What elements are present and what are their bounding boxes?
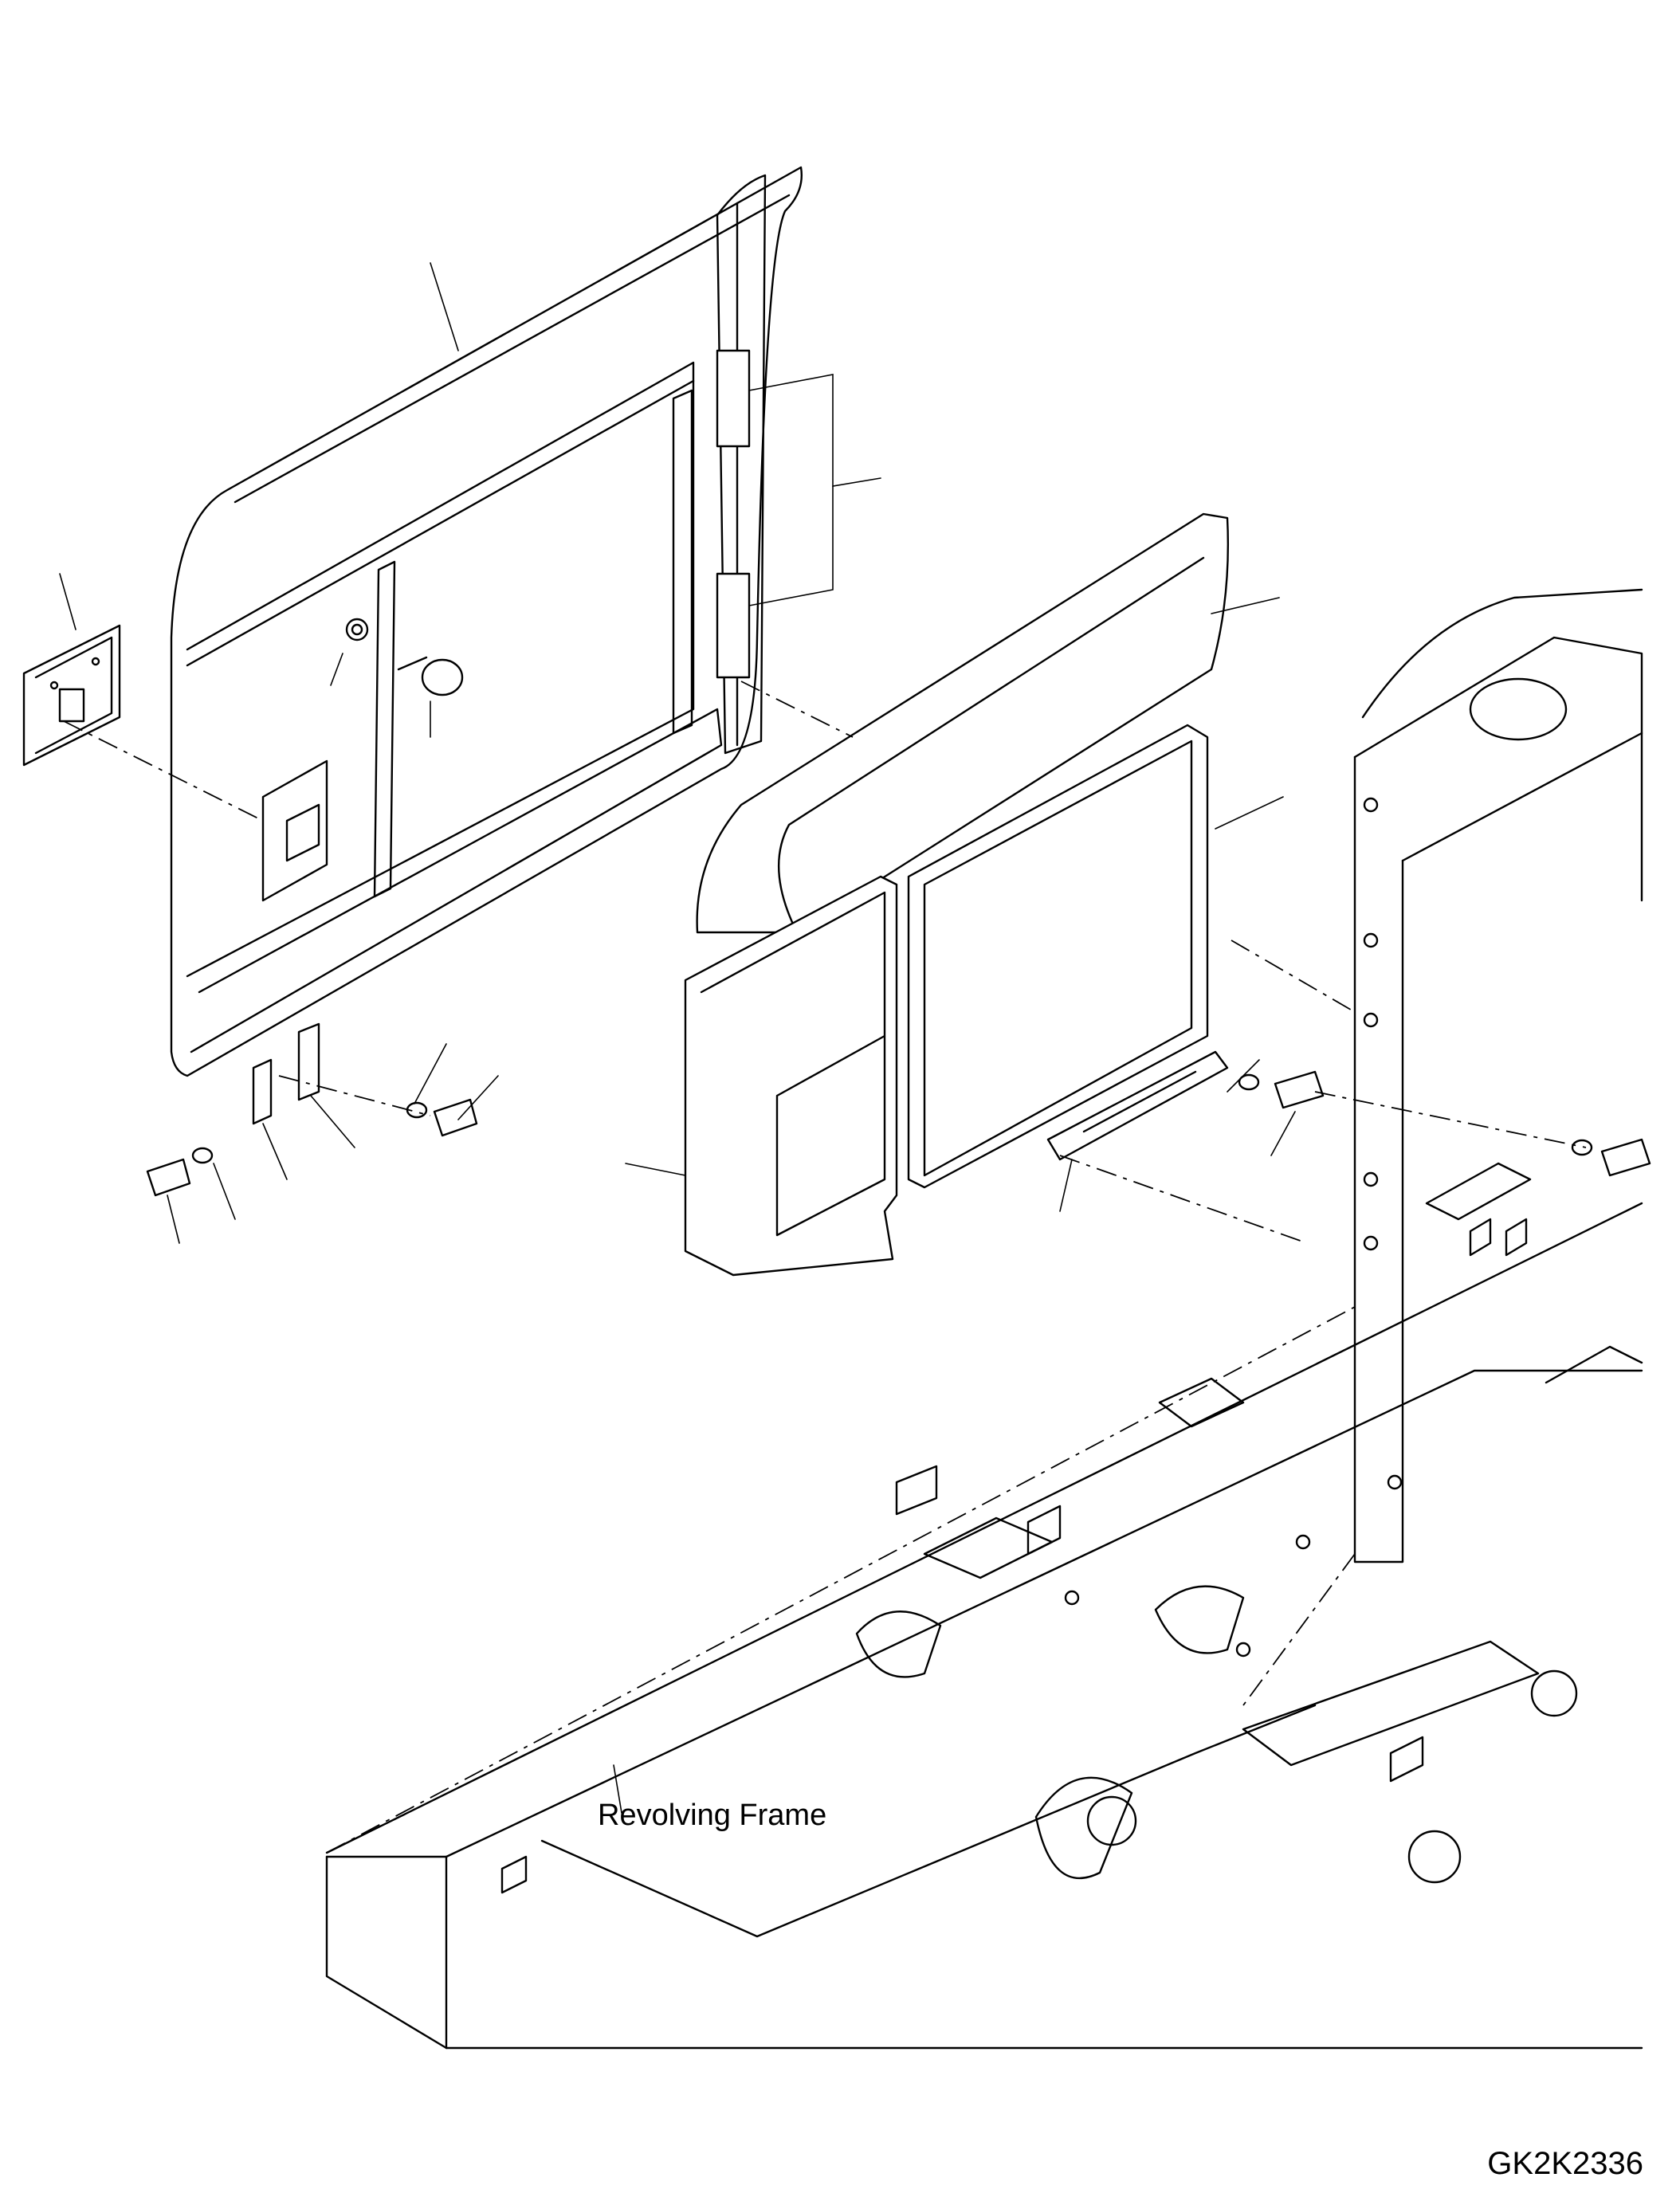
bolt-upper bbox=[433, 1098, 478, 1137]
callout-leaders bbox=[59, 262, 1296, 1814]
latch-assembly[interactable] bbox=[22, 624, 121, 767]
upper-pad bbox=[696, 512, 1230, 934]
left-pad bbox=[684, 875, 898, 1277]
right-pad bbox=[907, 724, 1209, 1189]
insulation-pads[interactable] bbox=[684, 512, 1230, 1277]
lower-hinge bbox=[716, 572, 751, 679]
revolving-frame[interactable] bbox=[325, 1202, 1643, 2050]
door-nut bbox=[345, 618, 369, 641]
washer-right bbox=[1238, 1073, 1260, 1091]
upper-hinge bbox=[716, 349, 751, 448]
bracket-plate bbox=[297, 1022, 320, 1101]
slotted-plate-hardware[interactable] bbox=[1046, 1050, 1651, 1177]
bolt-lower bbox=[146, 1158, 191, 1197]
bracket-small bbox=[252, 1058, 273, 1125]
door-stopper bbox=[421, 658, 464, 696]
assembly-guide-lines bbox=[63, 681, 1587, 1854]
washer-lower bbox=[191, 1147, 214, 1164]
frame-column[interactable] bbox=[1353, 588, 1643, 1563]
door-panel[interactable] bbox=[170, 166, 803, 1077]
bolt-right bbox=[1274, 1070, 1325, 1109]
drawing-id-label: GK2K2336 bbox=[1487, 2146, 1643, 2181]
bolt-far-right bbox=[1600, 1138, 1651, 1177]
revolving-frame-label: Revolving Frame bbox=[598, 1799, 826, 1832]
washer-far-right bbox=[1571, 1139, 1593, 1156]
